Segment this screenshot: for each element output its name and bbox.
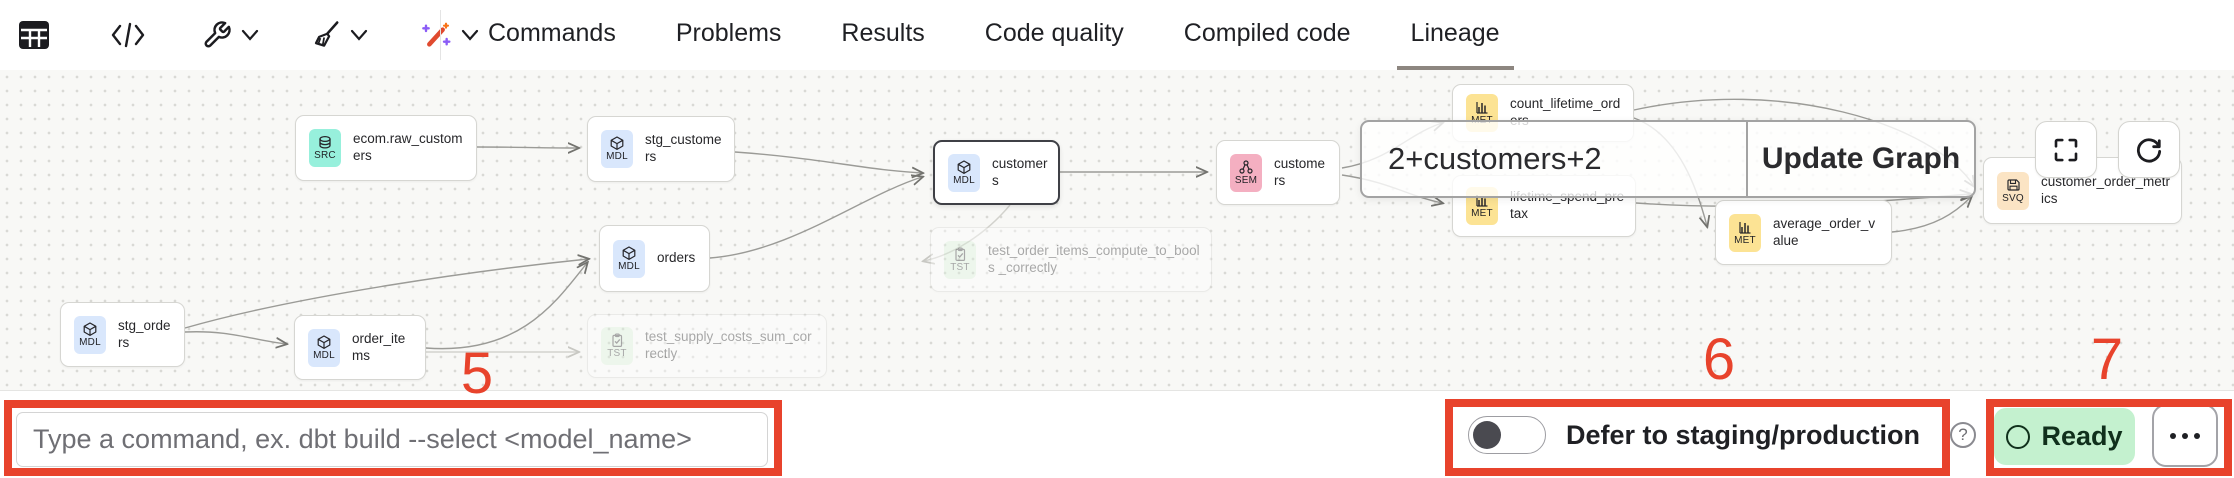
node-label: orders <box>657 250 696 266</box>
fix-wand-icon <box>422 22 451 47</box>
dot-icon <box>2170 432 2176 439</box>
node-label: test_order_items_compute_to_bools _corre… <box>988 242 1200 275</box>
met-badge-icon: MET <box>1729 213 1761 252</box>
svq-badge-icon: SVQ <box>1997 171 2029 210</box>
tab-code-quality[interactable]: Code quality <box>984 18 1124 47</box>
node-label: stg_orders <box>118 317 171 350</box>
mdl-badge-icon: MDL <box>613 239 645 278</box>
node-label: ecom.raw_customers <box>353 131 463 163</box>
more-options-button[interactable] <box>2152 404 2218 467</box>
lineage-search-overlay: 2+customers+2 Update Graph <box>1360 120 1976 198</box>
tst-badge-icon: TST <box>944 240 976 279</box>
wrench-dropdown[interactable] <box>202 20 259 50</box>
lineage-node-stg-customers[interactable]: MDL stg_customers <box>587 116 735 182</box>
update-graph-button[interactable]: Update Graph <box>1746 122 1974 196</box>
lineage-node-test-supply-costs[interactable]: TST test_supply_costs_sum_correctly <box>587 314 827 378</box>
sem-badge-icon: SEM <box>1230 153 1262 192</box>
lineage-edge <box>184 259 588 329</box>
defer-toggle[interactable] <box>1468 416 1546 454</box>
code-icon[interactable] <box>110 21 146 49</box>
code-icon <box>111 22 145 48</box>
mdl-badge-icon: MDL <box>74 315 106 354</box>
toggle-knob <box>1473 420 1501 449</box>
tst-badge-icon: TST <box>601 327 633 365</box>
table-icon <box>19 21 49 49</box>
tab-commands[interactable]: Commands <box>488 18 616 47</box>
lineage-node-ecom-raw-customers[interactable]: SRC ecom.raw_customers <box>295 115 477 181</box>
lineage-edge <box>1891 197 1971 233</box>
lineage-node-customers-model[interactable]: MDL customers <box>933 140 1060 205</box>
node-label: customers <box>1274 155 1326 188</box>
chevron-down-icon <box>461 29 479 41</box>
ready-status-button[interactable]: Ready <box>1994 408 2135 465</box>
lineage-node-test-order-items[interactable]: TST test_order_items_compute_to_bools _co… <box>930 227 1212 292</box>
lineage-edge <box>924 204 1011 261</box>
help-icon[interactable]: ? <box>1950 422 1976 448</box>
node-label: customer_order_metrics <box>2041 173 2171 206</box>
lineage-node-stg-orders[interactable]: MDL stg_orders <box>60 302 185 367</box>
refresh-button[interactable] <box>2118 121 2180 178</box>
fullscreen-button[interactable] <box>2035 121 2097 178</box>
lineage-edge <box>425 263 587 350</box>
panel-tabs: Commands Problems Results Code quality Compi… <box>474 0 1546 70</box>
lineage-edge <box>476 147 578 148</box>
command-input[interactable] <box>16 412 768 467</box>
toolbar-icon-group <box>18 0 513 70</box>
lineage-node-customers-semantic[interactable]: SEM customers <box>1216 140 1340 205</box>
lineage-edge <box>184 331 286 344</box>
top-toolbar: Commands Problems Results Code quality Compi… <box>0 0 2234 70</box>
lineage-selector-input[interactable]: 2+customers+2 <box>1388 141 1602 176</box>
lineage-edge <box>709 177 922 259</box>
node-label: stg_customers <box>645 132 722 164</box>
node-label: average_order_value <box>1773 215 1876 248</box>
fix-wand-dropdown[interactable] <box>420 19 479 51</box>
bottom-command-bar: Defer to staging/production ? Ready <box>0 390 2234 478</box>
table-icon[interactable] <box>18 20 50 50</box>
node-label: test_supply_costs_sum_correctly <box>645 329 812 361</box>
lineage-node-average-order-value[interactable]: MET average_order_value <box>1715 200 1892 265</box>
chevron-down-icon <box>241 29 259 41</box>
wrench-icon <box>204 21 231 48</box>
tab-lineage[interactable]: Lineage <box>1396 0 1514 70</box>
lineage-node-order-items[interactable]: MDL order_items <box>294 315 426 380</box>
dot-icon <box>2194 432 2200 439</box>
status-ring-icon <box>2006 424 2031 449</box>
mdl-badge-icon: MDL <box>601 130 633 168</box>
broom-dropdown[interactable] <box>311 20 368 50</box>
chevron-down-icon <box>350 29 368 41</box>
mdl-badge-icon: MDL <box>308 328 340 367</box>
tab-compiled-code[interactable]: Compiled code <box>1183 18 1351 47</box>
refresh-icon <box>2136 137 2162 163</box>
node-label: customers <box>992 155 1048 188</box>
mdl-badge-icon: MDL <box>948 153 980 192</box>
tab-problems[interactable]: Problems <box>675 18 782 47</box>
dot-icon <box>2182 432 2188 439</box>
node-label: order_items <box>352 330 406 363</box>
lineage-node-orders[interactable]: MDL orders <box>599 225 710 292</box>
ready-status-label: Ready <box>2041 421 2123 451</box>
defer-label: Defer to staging/production <box>1566 419 1920 450</box>
fullscreen-icon <box>2054 138 2078 161</box>
lineage-edge <box>734 151 922 173</box>
tab-results[interactable]: Results <box>841 18 925 47</box>
toolbar-divider <box>440 10 441 60</box>
src-badge-icon: SRC <box>309 129 341 167</box>
broom-icon <box>314 21 339 47</box>
